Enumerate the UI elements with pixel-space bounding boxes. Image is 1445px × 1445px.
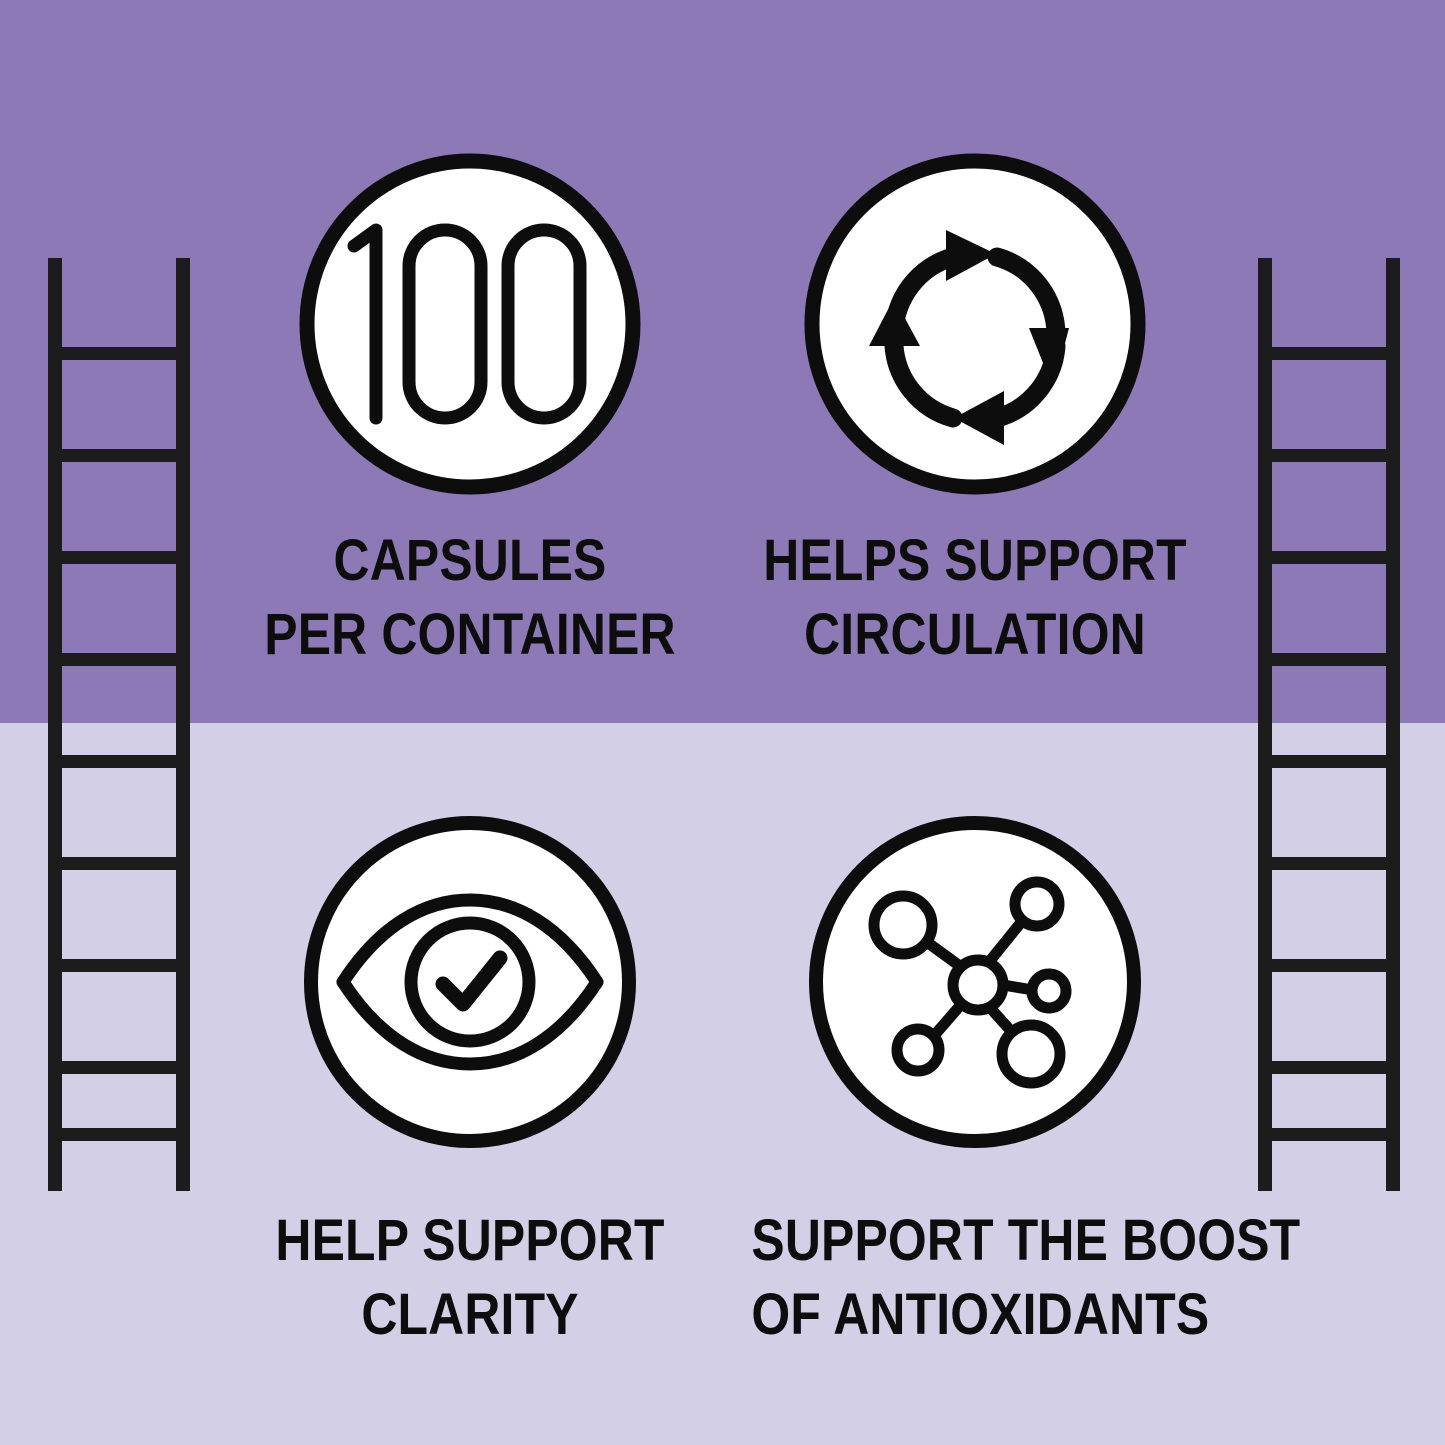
caption-line-1: HELP SUPPORT [275,1208,665,1273]
molecule-node-upper-left [868,890,938,960]
feature-support-boost-of-antioxidants: SUPPORT THE BOOST OF ANTIOXIDANTS [715,812,1301,1352]
badge-clarity [300,812,640,1152]
feature-caption: SUPPORT THE BOOST OF ANTIOXIDANTS [751,1204,1301,1352]
caption-line-2: CLARITY [361,1282,579,1348]
badge-circle [299,153,641,495]
eye-checkmark-icon [336,893,604,1071]
caption-line-1: SUPPORT THE BOOST [751,1208,1301,1273]
feature-caption: HELP SUPPORT CLARITY [246,1204,693,1352]
molecule-node-center [947,954,1009,1016]
molecule-node-lower-left [891,1023,945,1077]
right-ladder-decoration [1258,258,1400,1191]
left-ladder-decoration [48,258,190,1191]
feature-caption: CAPSULES PER CONTAINER [246,524,693,672]
caption-line-2: PER CONTAINER [264,602,676,668]
badge-100 [296,150,644,498]
badge-circle [804,153,1146,495]
circulation-arrows-icon [869,230,1069,445]
badge-circulation [801,150,1149,498]
caption-line-1: CAPSULES [333,528,607,593]
number-100-icon [347,223,587,425]
background-bottom-band [0,723,1445,1445]
badge-antioxidants [805,812,1145,1152]
molecule-node-upper-right [1009,876,1065,932]
feature-caption: HELPS SUPPORT CIRCULATION [751,524,1198,672]
feature-help-support-clarity: HELP SUPPORT CLARITY [210,812,730,1352]
feature-helps-support-circulation: HELPS SUPPORT CIRCULATION [715,150,1235,672]
caption-line-2: CIRCULATION [804,602,1146,668]
caption-line-2: OF ANTIOXIDANTS [751,1282,1210,1348]
molecule-node-lower-right [996,1019,1066,1089]
feature-capsules-per-container: CAPSULES PER CONTAINER [210,150,730,672]
badge-circle [304,816,636,1148]
caption-line-1: HELPS SUPPORT [763,528,1187,593]
molecule-node-right [1026,968,1072,1014]
molecule-network-icon [868,876,1072,1089]
background-top-band [0,0,1445,723]
